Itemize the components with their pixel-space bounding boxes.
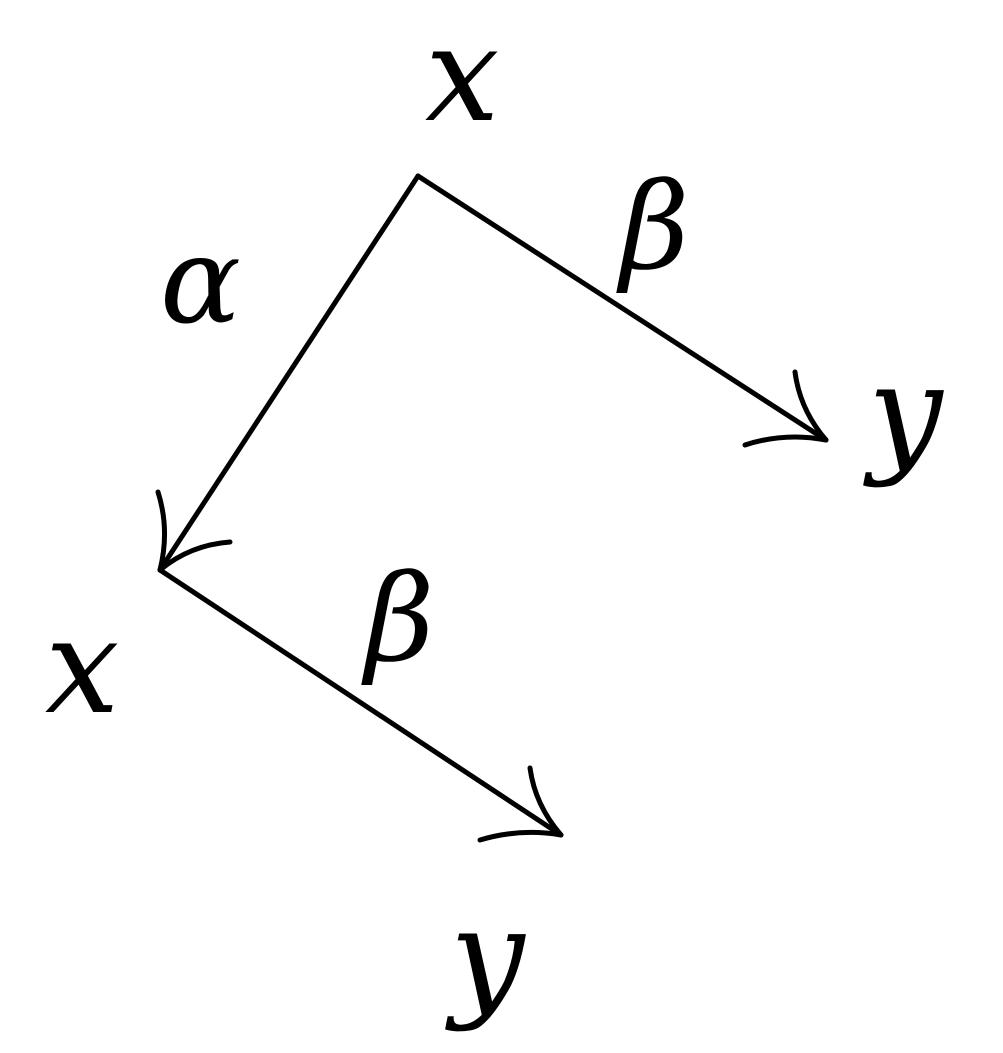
edge-label-alpha: α [160,212,241,351]
edge-label-beta-bottom: β [361,550,434,689]
node-top-x: x [425,0,499,152]
edge-alpha [155,173,421,573]
edge-beta-top-line [415,173,829,443]
node-left-x: x [45,590,119,744]
edge-beta-bottom-line [157,567,564,838]
edge-beta-top [415,173,829,448]
edge-alpha-arrowhead [155,489,233,573]
edge-beta-bottom-arrowhead [477,765,564,843]
node-bottom-y: y [445,880,526,1034]
edge-label-beta-top: β [616,158,689,297]
edge-alpha-line [157,173,421,573]
edge-beta-top-arrowhead [742,369,829,448]
edge-beta-bottom [157,567,564,843]
node-right-y: y [863,336,944,490]
